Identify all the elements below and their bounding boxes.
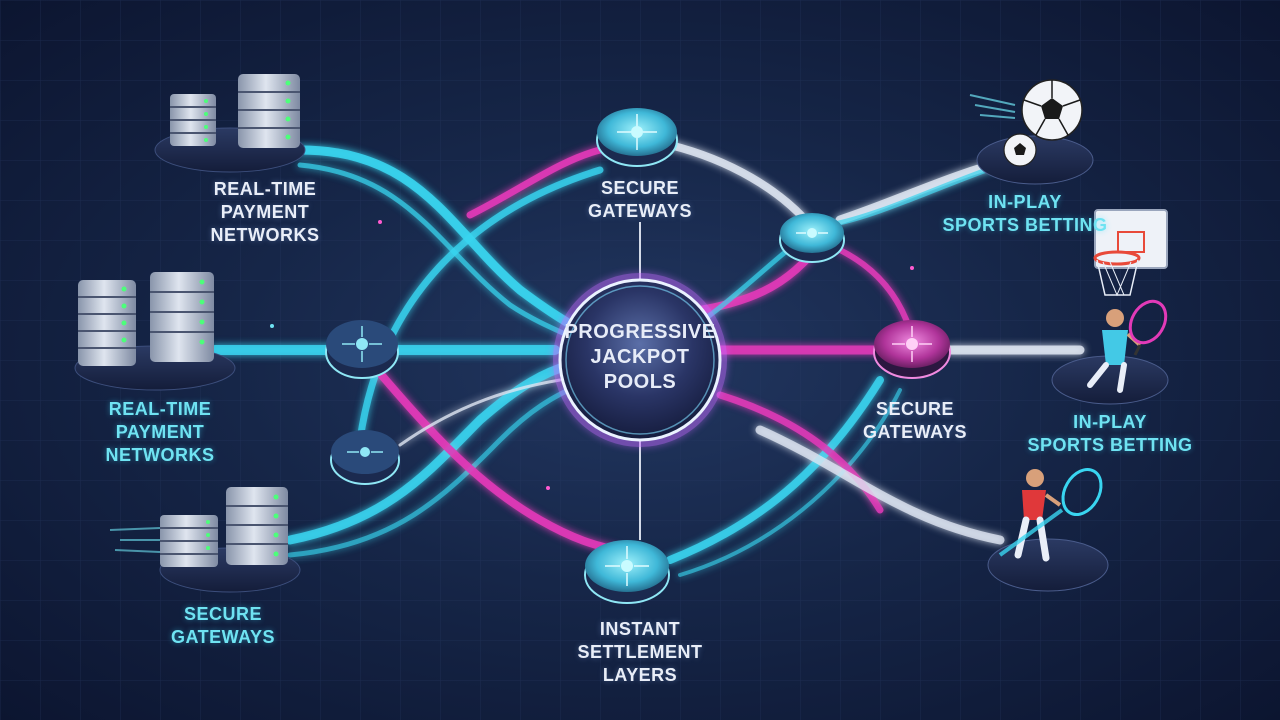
chip-node-icon [596,108,678,167]
chip-node-icon [779,213,845,263]
label-sports-betting-mid: IN-PLAY SPORTS BETTING [1027,412,1193,455]
stream-cyan-arc-right [666,376,884,564]
label-gateways-bottom-left: SECURE GATEWAYS [170,604,276,647]
label-settlement-layers: INSTANT SETTLEMENT LAYERS [577,619,703,685]
central-hub-orb [553,273,727,447]
label-payment-networks-top: REAL-TIME PAYMENT NETWORKS [210,179,320,245]
stream-magenta-1 [466,146,604,219]
basketball-hoop-icon [1093,209,1168,297]
chip-node-icon [873,320,951,379]
tennis-player-icon [987,468,1109,592]
stream-white-5 [398,378,562,447]
label-payment-networks-mid: REAL-TIME PAYMENT NETWORKS [105,399,215,465]
label-gateways-mid-right: SECURE GATEWAYS [862,399,968,442]
stream-cyan-arc-right-2 [678,388,902,577]
chip-node-icon [325,320,399,379]
server-stack-icon [74,272,236,391]
chip-node-icon [330,430,400,485]
stream-cyan-arc-left [356,166,604,444]
stream-magenta-2 [356,346,619,554]
server-stack-icon [154,74,306,173]
label-gateways-top: SECURE GATEWAYS [587,178,693,221]
stream-white-4 [755,425,1005,545]
central-hub-title: PROGRESSIVE JACKPOT POOLS [564,321,716,393]
server-stack-icon [159,487,301,593]
label-sports-betting-top: IN-PLAY SPORTS BETTING [942,192,1108,235]
stream-white-1 [666,141,814,229]
stream-cyan-4 [285,360,575,545]
tennis-player-icon [1051,299,1169,405]
sparkles [270,220,914,490]
chip-node-icon [584,540,670,604]
speed-streaks [109,527,161,553]
stream-cyan-5 [287,382,583,558]
soccer-ball-icon [969,79,1094,185]
